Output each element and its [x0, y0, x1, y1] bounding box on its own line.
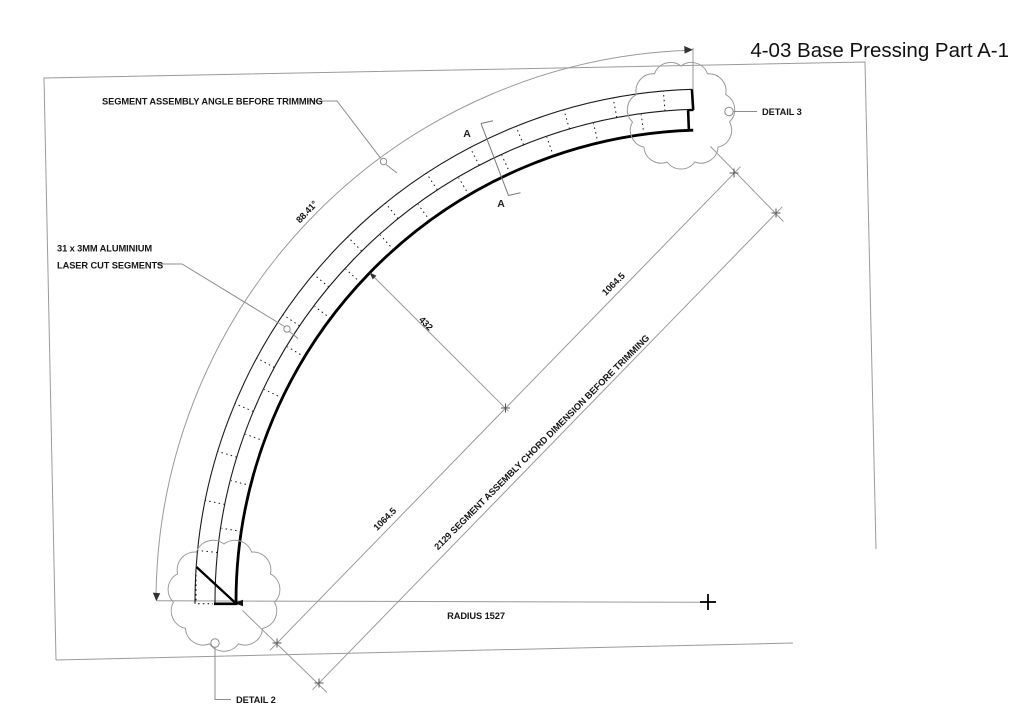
segment-joint-line	[231, 480, 251, 487]
angle-dimension	[152, 46, 716, 610]
segment-joint-line	[287, 346, 305, 358]
segment-joint-line	[612, 97, 618, 118]
segment-joint-line	[515, 126, 524, 145]
segment-joint-line	[282, 314, 300, 327]
sheet-border-top-right	[43, 61, 877, 661]
radius-note: RADIUS 1527	[447, 611, 505, 621]
segment-joint-line	[469, 147, 480, 166]
sagitta-dimension-line	[369, 272, 509, 412]
segment-joint-line	[662, 90, 666, 111]
band-inner-arc	[234, 128, 694, 604]
assembly-angle-leader: SEGMENT ASSEMBLY ANGLE BEFORE TRIMMING	[102, 97, 398, 174]
sagitta-arrow	[369, 272, 377, 280]
segment-joint-line	[314, 306, 331, 319]
sagitta-value: 432	[417, 315, 435, 333]
band-middle-arc	[214, 108, 693, 604]
segment-joint-line	[245, 433, 265, 442]
segments-leader-line	[157, 263, 285, 327]
band-end-top-outer	[690, 89, 695, 111]
segment-joint-line	[458, 177, 470, 196]
revision-cloud-detail2	[167, 539, 281, 652]
detail2-marker	[210, 638, 220, 648]
section-cut-line	[480, 123, 509, 196]
segment-joint-line	[385, 202, 399, 220]
segment-joint-line	[217, 450, 237, 458]
section-label-top: A	[463, 128, 471, 140]
segments-note-leader: 31 x 3MM ALUMINIUM LASER CUT SEGMENTS	[57, 244, 299, 339]
angle-arc	[155, 49, 690, 601]
detail2-label: DETAIL 2	[236, 695, 276, 705]
baseline-arrow-at-band	[234, 599, 243, 607]
band-end-bottom	[195, 566, 238, 606]
segments-note-line1: 31 x 3MM ALUMINIUM	[57, 244, 152, 254]
half-chord-lower-value: 1064.5	[371, 506, 398, 533]
band-end-top-inner	[686, 110, 691, 131]
sheet-border-bottom	[55, 642, 794, 661]
segment-joint-line	[197, 550, 218, 553]
segment-band	[194, 88, 695, 606]
detail3-callout: DETAIL 3	[724, 106, 802, 117]
segment-joint-line	[205, 499, 225, 505]
segment-joint-line	[546, 136, 554, 157]
assembly-angle-leader-marker	[379, 157, 388, 166]
segment-joint-lines	[197, 90, 666, 553]
segment-joint-line	[347, 236, 363, 252]
segment-joint-line	[563, 109, 570, 130]
segment-joint-line	[379, 234, 394, 251]
segment-joint-line	[417, 204, 431, 221]
section-label-bottom: A	[497, 198, 505, 210]
segment-joint-line	[640, 114, 645, 135]
revision-cloud-detail3	[626, 62, 736, 170]
detail2-leader-line	[214, 647, 231, 700]
segment-joint-line	[345, 268, 361, 283]
total-chord-dimension-line	[312, 206, 783, 691]
section-bracket-bottom	[508, 192, 521, 196]
band-end-trim-diagonal	[195, 566, 237, 605]
radius-baseline	[156, 600, 709, 603]
segments-note-line2: LASER CUT SEGMENTS	[57, 261, 163, 271]
chord-dimensions	[242, 146, 784, 693]
section-marker: A A	[463, 120, 521, 210]
detail3-label: DETAIL 3	[762, 107, 802, 117]
angle-value: 88.41°	[294, 199, 320, 225]
dimension-ticks	[272, 168, 781, 688]
segment-joint-line	[221, 527, 242, 532]
segment-joint-line	[234, 403, 254, 412]
band-outer-arc	[194, 88, 692, 604]
segments-leader-tail	[289, 331, 299, 339]
segment-joint-line	[313, 273, 330, 288]
detail2-callout: DETAIL 2	[210, 638, 276, 705]
segment-joint-line	[593, 123, 599, 144]
sheet-border	[43, 61, 877, 661]
segments-leader-marker	[283, 325, 291, 333]
segment-joint-line	[256, 357, 275, 368]
assembly-angle-note: SEGMENT ASSEMBLY ANGLE BEFORE TRIMMING	[102, 97, 323, 107]
assembly-angle-leader-tail	[385, 164, 398, 174]
total-chord-note: 2129 SEGMENT ASSEMBLY CHORD DIMENSION BE…	[432, 333, 651, 552]
angle-arc-arrow-bottom	[152, 592, 161, 602]
segment-joint-line	[264, 388, 283, 399]
segment-joint-line	[425, 172, 438, 191]
segment-joint-line	[501, 155, 511, 174]
angle-arc-arrow-top	[684, 46, 693, 54]
chord-extension-line-top	[710, 146, 784, 222]
detail3-marker	[724, 106, 734, 117]
revision-clouds	[167, 62, 736, 652]
assembly-angle-leader-line	[307, 100, 382, 159]
half-chord-upper-value: 1064.5	[600, 271, 627, 298]
drawing-title: 4-03 Base Pressing Part A-1	[750, 39, 1009, 62]
chord-extension-line-bottom	[242, 610, 328, 693]
radius-center-cross	[700, 594, 716, 610]
band-end-top	[686, 89, 695, 131]
section-bracket-top	[480, 120, 494, 124]
